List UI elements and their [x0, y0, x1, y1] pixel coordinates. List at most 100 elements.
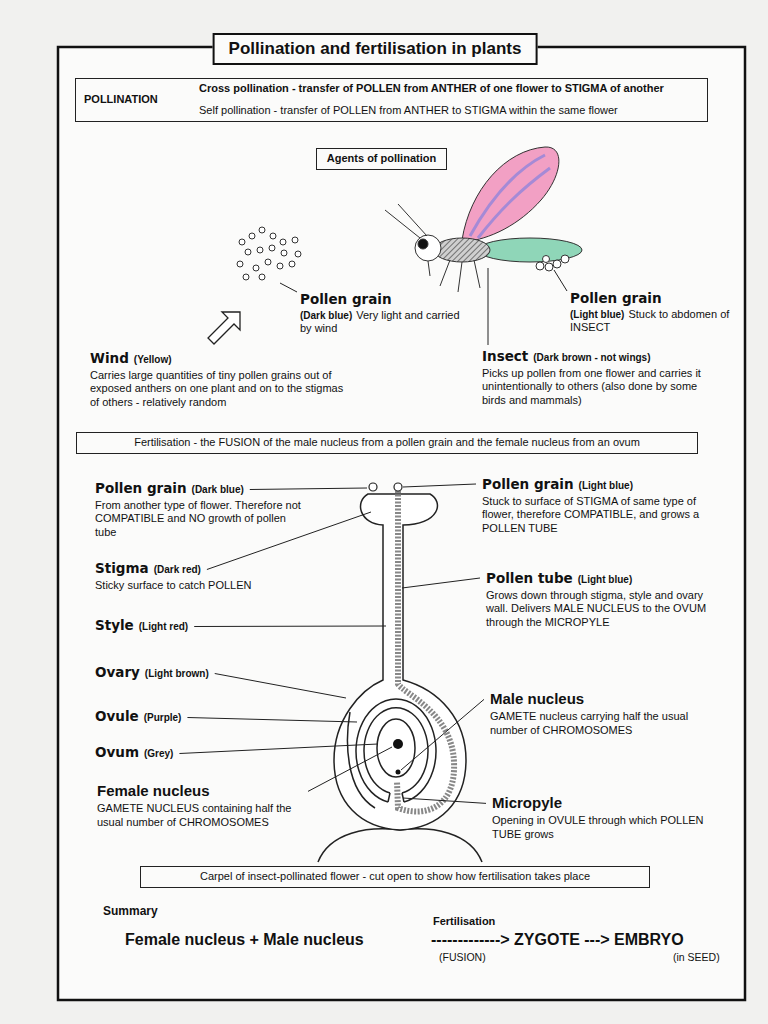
label-text: (Light brown): [145, 668, 209, 679]
part-name: Pollen grain: [570, 290, 730, 308]
label-group: (FUSION): [439, 951, 539, 964]
leader-line: [403, 484, 476, 487]
text-box: Carpel of insect-pollinated flower - cut…: [140, 866, 650, 888]
label-text: (Light red): [139, 621, 188, 632]
leader-line: [402, 578, 480, 588]
label-text: From another type of flower. Therefore n…: [95, 499, 310, 540]
male-nucleus: [396, 770, 401, 775]
leader-line: [250, 488, 367, 490]
label-text: (Light blue): [579, 480, 633, 491]
part-name: Pollen grain: [95, 480, 187, 496]
leader-line: [554, 270, 567, 291]
leader-lines: [179, 268, 567, 803]
label-text: (Purple): [144, 712, 182, 723]
label-text: (Dark red): [154, 564, 201, 575]
label-text: Picks up pollen from one flower and carr…: [482, 367, 722, 408]
label-group: Pollen grain (Dark blue) From another type…: [95, 480, 310, 540]
part-name: Pollen grain: [482, 476, 574, 492]
box-text: Self pollination - transfer of POLLEN fr…: [199, 104, 699, 118]
label-text: (Grey): [144, 748, 173, 759]
label-group: Female nucleus + Male nucleus: [125, 930, 425, 949]
part-name: Ovary: [95, 664, 140, 680]
label-group: Style (Light red): [95, 617, 295, 635]
part-name: Insect: [482, 348, 528, 364]
leader-line: [194, 626, 386, 628]
part-name: Pollen tube: [486, 570, 573, 586]
label-text: GAMETE nucleus carrying half the usual n…: [490, 710, 705, 738]
box-text: Cross pollination - transfer of POLLEN f…: [199, 82, 699, 96]
label-group: Ovule (Purple): [95, 708, 295, 726]
title-box: Pollination and fertilisation in plants: [213, 33, 538, 65]
ovum: [377, 719, 415, 777]
leader-line: [403, 798, 486, 803]
part-name: Male nucleus: [490, 690, 705, 709]
leader-line: [401, 699, 484, 770]
text-box: Agents of pollination: [316, 148, 447, 170]
part-name: Pollen grain: [300, 291, 460, 309]
part-name: Wind: [90, 350, 129, 366]
wind-arrow: [208, 312, 240, 344]
pollen-grain: [369, 483, 377, 491]
label-group: Fertilisation: [433, 915, 553, 928]
label-group: Insect (Dark brown - not wings) Picks up p…: [482, 348, 722, 408]
label-text: (Light blue): [578, 574, 632, 585]
receptacle: [318, 829, 482, 862]
label-text: Grows down through stigma, style and ova…: [486, 589, 711, 630]
label-text: Opening in OVULE through which POLLEN TU…: [492, 814, 707, 842]
carpel-drawing: [318, 483, 482, 862]
label-group: -------------> ZYGOTE ---> EMBRYO: [431, 930, 768, 949]
label-group: Stigma (Dark red) Sticky surface to catch …: [95, 560, 295, 592]
label-text: (Yellow): [134, 354, 172, 365]
label-group: Pollen grain(Dark blue)Very light and ca…: [300, 291, 460, 336]
label-group: Pollen tube (Light blue) Grows down throug…: [486, 570, 711, 630]
label-text: (Dark blue): [192, 484, 244, 495]
label-text: (in SEED): [673, 951, 768, 964]
label-text: -------------> ZYGOTE ---> EMBRYO: [431, 930, 768, 949]
label-group: Female nucleusGAMETE NUCLEUS containing …: [97, 782, 302, 829]
leader-line: [488, 268, 489, 345]
ovule-inner: [364, 708, 428, 793]
label-group: (in SEED): [673, 951, 768, 964]
page-frame: [58, 47, 745, 1000]
label-text: (Light blue): [570, 309, 624, 320]
part-name: Stigma: [95, 560, 149, 576]
part-name: Female nucleus: [97, 782, 302, 801]
text-box: Fertilisation - the FUSION of the male n…: [76, 432, 698, 454]
leader-line: [308, 747, 392, 791]
label-group: Male nucleusGAMETE nucleus carrying half…: [490, 690, 705, 737]
label-text: (Dark blue): [300, 310, 352, 321]
part-name: Ovum: [95, 744, 139, 760]
female-nucleus: [393, 739, 403, 749]
part-name: Ovule: [95, 708, 139, 724]
label-text: (FUSION): [439, 951, 539, 964]
label-group: Pollen grain (Light blue) Stuck to surface…: [482, 476, 714, 536]
label-text: GAMETE NUCLEUS containing half the usual…: [97, 802, 302, 830]
wind-pollen: [237, 227, 301, 280]
label-group: Ovum (Grey): [95, 744, 295, 762]
label-group: MicropyleOpening in OVULE through which …: [492, 794, 707, 841]
leader-line: [215, 674, 346, 699]
label-text: (Dark brown - not wings): [533, 352, 650, 363]
label-text: Summary: [103, 904, 223, 918]
label-group: Summary: [103, 904, 223, 918]
box-text: POLLINATION: [84, 93, 199, 107]
label-text: Female nucleus + Male nucleus: [125, 930, 425, 949]
label-text: Sticky surface to catch POLLEN: [95, 579, 295, 593]
label-group: Wind (Yellow) Carries large quantities of …: [90, 350, 352, 410]
label-text: Stuck to surface of STIGMA of same type …: [482, 495, 714, 536]
leader-line: [179, 744, 378, 754]
label-text: Carries large quantities of tiny pollen …: [90, 369, 352, 410]
box-text: Fertilisation - the FUSION of the male n…: [85, 436, 689, 450]
pollen-grain: [394, 483, 402, 491]
part-name: Style: [95, 617, 134, 633]
label-text: Fertilisation: [433, 915, 553, 928]
text-box: POLLINATIONCross pollination - transfer …: [75, 78, 708, 122]
pollen-tube: [397, 491, 454, 812]
part-name: Micropyle: [492, 794, 707, 813]
label-group: Pollen grain(Light blue)Stuck to abdomen…: [570, 290, 730, 335]
label-group: Ovary (Light brown): [95, 664, 315, 682]
box-text: Agents of pollination: [325, 152, 438, 166]
leader-line: [187, 718, 357, 723]
box-text: Carpel of insect-pollinated flower - cut…: [149, 870, 641, 884]
